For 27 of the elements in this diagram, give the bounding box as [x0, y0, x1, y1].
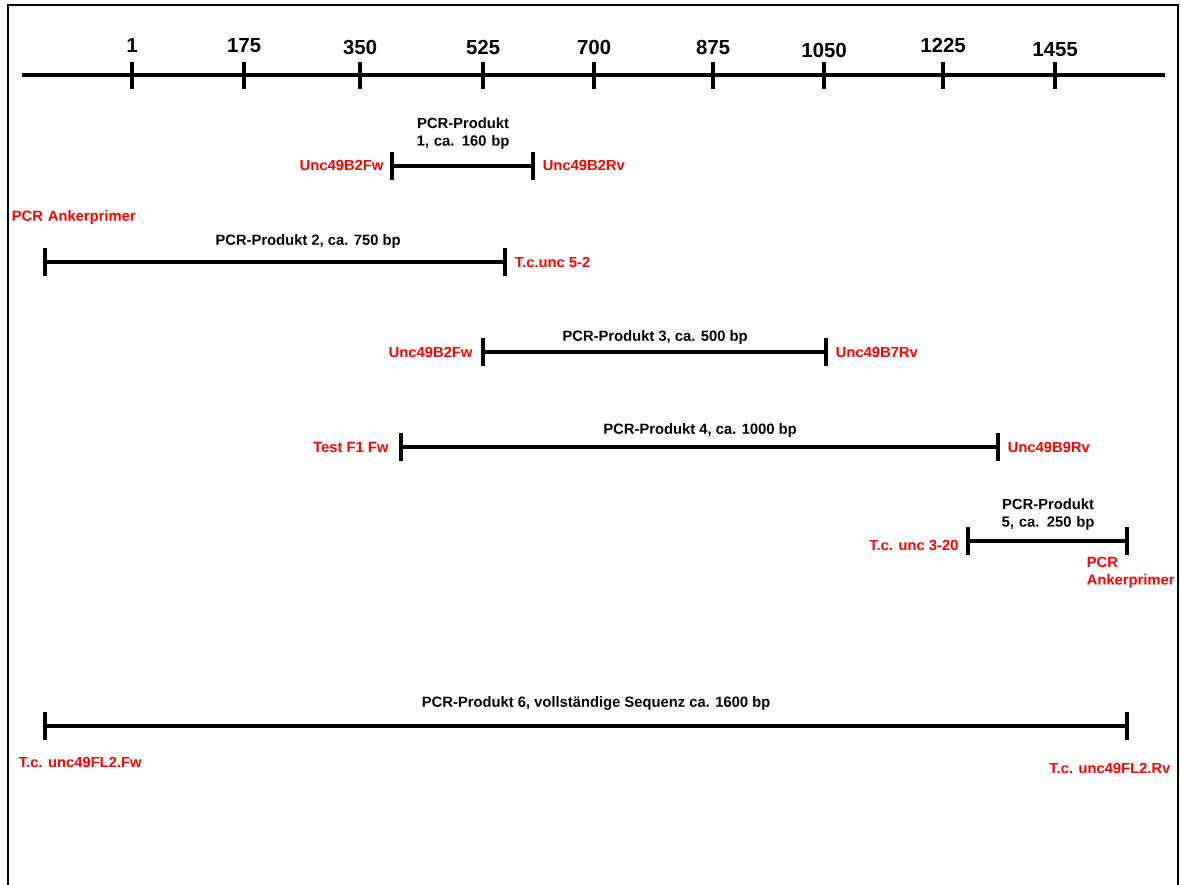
tick-label: 175: [228, 37, 261, 53]
primer-label: Unc49B7Rv: [836, 346, 918, 358]
primer-label: T.c. unc49FL2.Fw: [18, 756, 142, 768]
tick-label: 1225: [921, 37, 966, 53]
primer-label: Unc49B2Fw: [389, 346, 473, 358]
product-label: PCR-Produkt 3, ca. 500 bp: [563, 330, 747, 344]
primer-label: Unc49B9Rv: [1008, 441, 1090, 453]
tick-label: 700: [577, 39, 611, 55]
tick-label: 875: [696, 39, 730, 55]
tick-label: 1050: [802, 42, 846, 58]
tick-label: 525: [466, 39, 500, 55]
tick-label: 1: [127, 38, 138, 52]
primer-label: T.c. unc49FL2.Rv: [1049, 762, 1171, 774]
primer-label: PCR Ankerprimer: [1087, 556, 1175, 588]
primer-label: Unc49B2Rv: [543, 159, 625, 171]
primer-label: PCR Ankerprimer: [12, 210, 136, 224]
product-label: PCR-Produkt 1, ca. 160 bp: [417, 117, 509, 149]
tick-label: 1455: [1033, 41, 1078, 57]
primer-label: Unc49B2Fw: [300, 159, 384, 171]
product-label: PCR-Produkt 6, vollständige Sequenz ca. 1600 bp: [422, 696, 770, 710]
primer-label: T.c.unc 5-2: [514, 256, 590, 268]
product-label: PCR-Produkt 4, ca. 1000 bp: [604, 423, 797, 437]
primer-label: Test F1 Fw: [313, 441, 389, 453]
tick-label: 350: [343, 39, 377, 55]
product-label: PCR-Produkt 2, ca. 750 bp: [216, 234, 400, 248]
product-label: PCR-Produkt 5, ca. 250 bp: [1002, 498, 1094, 530]
primer-label: T.c. unc 3-20: [869, 539, 958, 551]
